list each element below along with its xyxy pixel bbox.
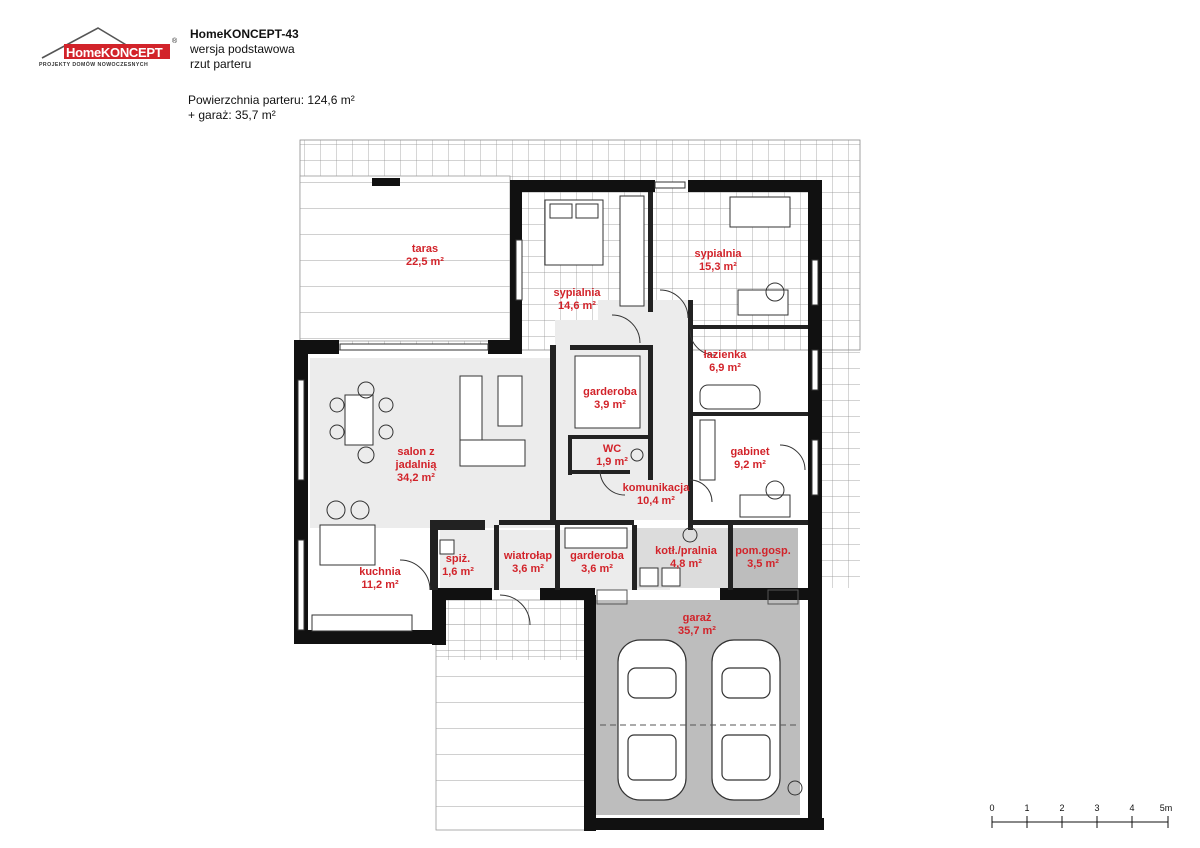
room-name: sypialnia bbox=[694, 248, 742, 260]
room-label-kuchnia: kuchnia 11,2 m² bbox=[359, 566, 401, 592]
room-label-lazienka: łazienka 6,9 m² bbox=[704, 349, 747, 375]
room-label-pom-gosp: pom.gosp. 3,5 m² bbox=[735, 545, 791, 571]
room-area: 3,6 m² bbox=[512, 563, 544, 575]
room-area: 1,9 m² bbox=[596, 456, 628, 468]
scale-label-3: 3 bbox=[1094, 803, 1100, 813]
wardrobe-1 bbox=[619, 195, 645, 307]
room-name: komunikacja bbox=[622, 482, 690, 494]
scale-label-0: 0 bbox=[989, 803, 995, 813]
logo-roof-icon bbox=[41, 27, 170, 59]
room-area: 6,9 m² bbox=[709, 362, 741, 374]
room-label-garaz: garaż 35,7 m² bbox=[678, 612, 716, 638]
room-area: 22,5 m² bbox=[406, 256, 444, 268]
logo-tagline: PROJEKTY DOMÓW NOWOCZESNYCH bbox=[39, 62, 149, 68]
room-label-salon: salon z jadalnią 34,2 m² bbox=[396, 446, 437, 485]
room-area: 3,6 m² bbox=[581, 563, 613, 575]
project-version: wersja podstawowa bbox=[190, 42, 295, 56]
room-label-spiz: spiż. 1,6 m² bbox=[442, 553, 474, 579]
room-area: 9,2 m² bbox=[734, 459, 766, 471]
bathtub bbox=[699, 384, 761, 410]
project-view: rzut parteru bbox=[190, 57, 252, 71]
room-label-garderoba-2: garderoba 3,6 m² bbox=[570, 550, 624, 576]
room-name: pom.gosp. bbox=[735, 545, 791, 557]
scale-label-1: 1 bbox=[1024, 803, 1030, 813]
dining-table bbox=[344, 394, 374, 446]
room-area: 35,7 m² bbox=[678, 625, 716, 637]
coffee-table bbox=[497, 375, 523, 427]
room-label-taras: taras 22,5 m² bbox=[406, 243, 444, 269]
furniture bbox=[311, 195, 791, 632]
room-label-garderoba-1: garderoba 3,9 m² bbox=[583, 386, 637, 412]
room-area: 1,6 m² bbox=[442, 566, 474, 578]
room-area: 11,2 m² bbox=[361, 579, 399, 591]
cars bbox=[617, 639, 781, 801]
room-name: garderoba bbox=[570, 550, 624, 562]
room-area: 15,3 m² bbox=[699, 261, 737, 273]
room-area: 14,6 m² bbox=[558, 300, 596, 312]
windows bbox=[297, 181, 819, 631]
room-name: kuchnia bbox=[359, 566, 401, 578]
room-name: kotł./pralnia bbox=[655, 545, 717, 557]
room-label-gabinet: gabinet 9,2 m² bbox=[730, 446, 769, 472]
pergola-slats bbox=[299, 175, 511, 342]
project-header: HomeKONCEPT-43 wersja podstawowa rzut pa… bbox=[190, 27, 299, 72]
entrance-grid bbox=[436, 600, 586, 660]
room-area: 10,4 m² bbox=[637, 495, 675, 507]
project-title: HomeKONCEPT-43 bbox=[190, 27, 299, 41]
scale-label-5m: 5m bbox=[1159, 803, 1173, 813]
room-label-wc: WC 1,9 m² bbox=[596, 443, 628, 469]
room-name: spiż. bbox=[445, 553, 471, 565]
room-label-kotlownia: kotł./pralnia 4,8 m² bbox=[655, 545, 717, 571]
logo-wordmark: HomeKONCEPT bbox=[66, 45, 163, 60]
side-terrace-grid bbox=[820, 340, 860, 588]
room-area: 4,8 m² bbox=[670, 558, 702, 570]
scale-label-2: 2 bbox=[1059, 803, 1065, 813]
room-name: gabinet bbox=[730, 446, 770, 458]
room-name: garaż bbox=[682, 612, 712, 624]
room-name: sypialnia bbox=[553, 287, 601, 299]
room-area: 3,9 m² bbox=[594, 399, 626, 411]
terrace-post bbox=[372, 178, 400, 186]
garage-area: + garaż: 35,7 m² bbox=[188, 108, 276, 122]
room-area: 34,2 m² bbox=[397, 472, 435, 484]
kitchen-island bbox=[319, 524, 376, 566]
logo: HomeKONCEPT ® PROJEKTY DOMÓW NOWOCZESNYC… bbox=[38, 24, 188, 74]
room-name: taras bbox=[411, 243, 439, 255]
scale-bar bbox=[991, 816, 1169, 828]
room-name-line2: jadalnią bbox=[395, 459, 437, 471]
room-area: 3,5 m² bbox=[747, 558, 779, 570]
room-name: wiatrołap bbox=[503, 550, 553, 562]
utility-floor bbox=[730, 528, 798, 588]
room-label-sypialnia-1: sypialnia 14,6 m² bbox=[553, 287, 600, 313]
room-name: garderoba bbox=[583, 386, 637, 398]
doors bbox=[326, 282, 806, 796]
room-label-komunikacja: komunikacja 10,4 m² bbox=[623, 482, 690, 508]
desk-2 bbox=[739, 494, 791, 518]
kitchen-counter bbox=[311, 614, 413, 632]
room-name: łazienka bbox=[703, 349, 747, 361]
scale-label-4: 4 bbox=[1129, 803, 1135, 813]
logo-registered-mark: ® bbox=[172, 38, 178, 45]
room-name-line1: salon z bbox=[397, 446, 435, 458]
room-label-sypialnia-2: sypialnia 15,3 m² bbox=[694, 248, 741, 274]
room-label-wiatrolap: wiatrołap 3,6 m² bbox=[504, 550, 552, 576]
wardrobe-2 bbox=[574, 355, 641, 429]
room-name: WC bbox=[602, 443, 622, 455]
interior-walls bbox=[430, 192, 808, 590]
bed-2 bbox=[729, 196, 791, 228]
desk-1 bbox=[737, 289, 789, 316]
ground-floor-area: Powierzchnia parteru: 124,6 m² bbox=[188, 93, 355, 107]
